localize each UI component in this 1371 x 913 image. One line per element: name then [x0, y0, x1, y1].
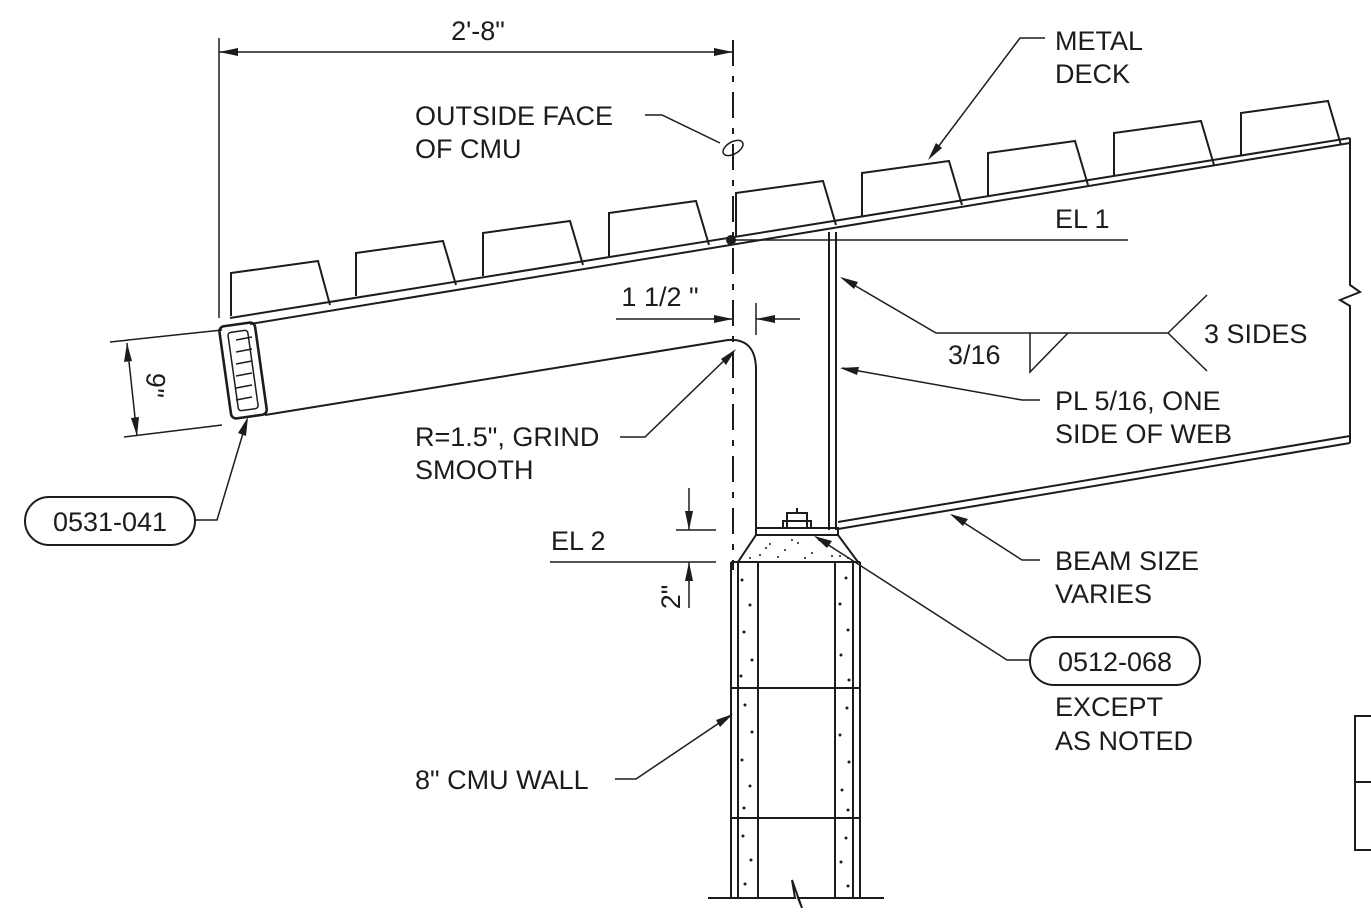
except-label-1: EXCEPT [1055, 692, 1163, 722]
joist-tag-bubble: 0531-041 [24, 496, 196, 546]
leader-bearing [814, 536, 1030, 661]
leader-joist-tag [195, 417, 248, 521]
bearing-tag-text: 0512-068 [1058, 647, 1172, 677]
cmu-grout-dots [739, 576, 851, 888]
dimension-two-inch [550, 488, 716, 608]
dimension-overall [218, 38, 733, 318]
leader-radius [620, 349, 736, 438]
plate-label-1: PL 5/16, ONE [1055, 386, 1221, 416]
plate-label-2: SIDE OF WEB [1055, 419, 1232, 449]
outside-face-label-2: OF CMU [415, 134, 521, 164]
el1-label: EL 1 [1055, 204, 1110, 234]
dim-two-text: 2" [656, 585, 686, 610]
leader-metal-deck [928, 37, 1045, 160]
steel-beam [828, 138, 1363, 530]
dim-depth-text: 9" [139, 371, 171, 399]
metal-deck-label-2: DECK [1055, 59, 1130, 89]
cmu-wall [708, 561, 884, 909]
leader-plate [840, 367, 1040, 401]
el2-label: EL 2 [551, 526, 606, 556]
sloped-joist [218, 142, 1351, 532]
leader-beam [950, 514, 1040, 561]
weld-sides-text: 3 SIDES [1204, 319, 1308, 349]
radius-label-1: R=1.5", GRIND [415, 422, 599, 452]
bearing-tag-bubble: 0512-068 [1029, 636, 1201, 686]
dim-overall-text: 2'-8" [451, 16, 505, 46]
metal-deck-label-1: METAL [1055, 26, 1143, 56]
radius-label-2: SMOOTH [415, 455, 534, 485]
metal-deck [229, 99, 1351, 319]
weld-symbol [840, 277, 1208, 374]
outside-face-label-1: OUTSIDE FACE [415, 101, 613, 131]
beam-label-1: BEAM SIZE [1055, 546, 1199, 576]
weld-size-text: 3/16 [948, 340, 1001, 370]
leader-outside-face [645, 114, 744, 157]
dim-offset-text: 1 1/2 " [621, 282, 698, 312]
el1-work-point [726, 235, 736, 245]
except-label-2: AS NOTED [1055, 726, 1193, 756]
joist-tag-text: 0531-041 [53, 507, 167, 537]
dimension-offset [616, 303, 800, 335]
leader-cmu-wall [615, 714, 733, 780]
cmu-wall-label: 8" CMU WALL [415, 765, 589, 795]
dimension-depth [109, 329, 223, 438]
title-block-fragment [1354, 715, 1371, 851]
beam-label-2: VARIES [1055, 579, 1152, 609]
